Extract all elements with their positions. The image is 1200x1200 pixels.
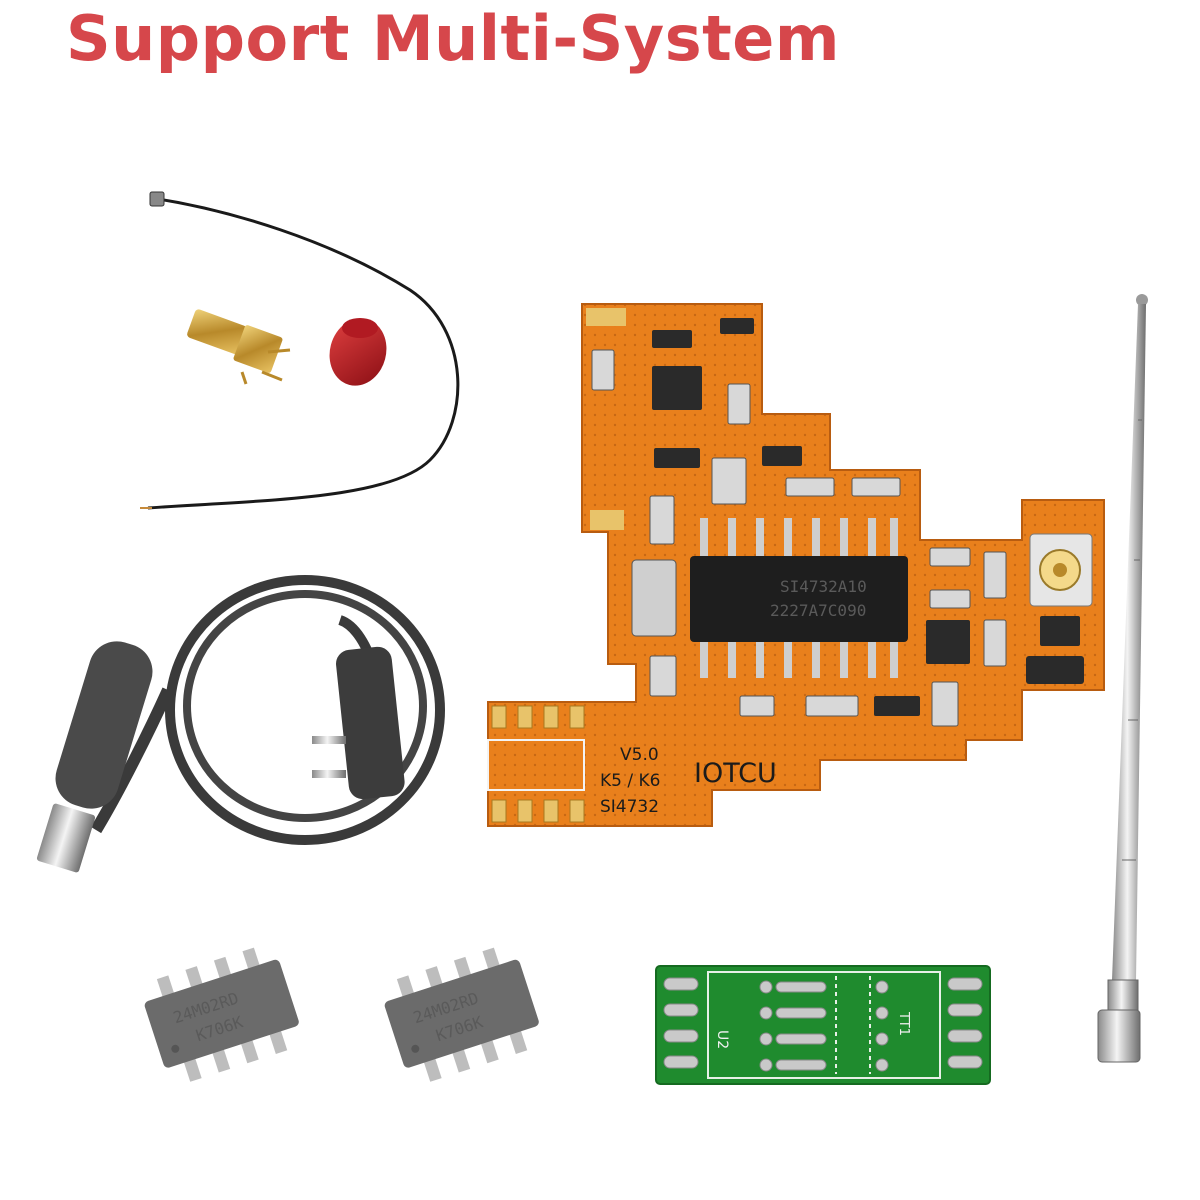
sma-connector (187, 309, 291, 385)
si4732-main-ic: SI4732A10 2227A7C090 (690, 518, 908, 678)
board-model-label: K5 / K6 (600, 771, 660, 791)
adapter-label-tt1: TT1 (896, 1011, 911, 1036)
board-chip-label: SI4732 (600, 797, 659, 817)
adapter-pcb-board: U2 TT1 (655, 965, 991, 1085)
ufl-antenna-port (1029, 533, 1093, 607)
adapter-label-u2: U2 (714, 1030, 730, 1049)
ic-text-line1: SI4732A10 (780, 577, 867, 596)
board-brand-label: IOTCU (694, 758, 777, 789)
ic-text-line2: 2227A7C090 (770, 601, 866, 620)
usb-programming-cable (36, 575, 445, 873)
main-pcb-board: SI4732A10 2227A7C090 V5.0 K5 / K6 SI4732… (487, 303, 1105, 827)
red-dust-cap (329, 318, 387, 386)
headline-title: Support Multi-System (66, 2, 840, 75)
antenna-pigtail-cable (140, 191, 460, 510)
eeprom-chip-2: 24M02RD K706K (384, 947, 539, 1082)
eeprom-chip-1: 24M02RD K706K (144, 947, 299, 1082)
board-version-label: V5.0 (620, 745, 659, 765)
telescopic-antenna (1097, 294, 1148, 1063)
